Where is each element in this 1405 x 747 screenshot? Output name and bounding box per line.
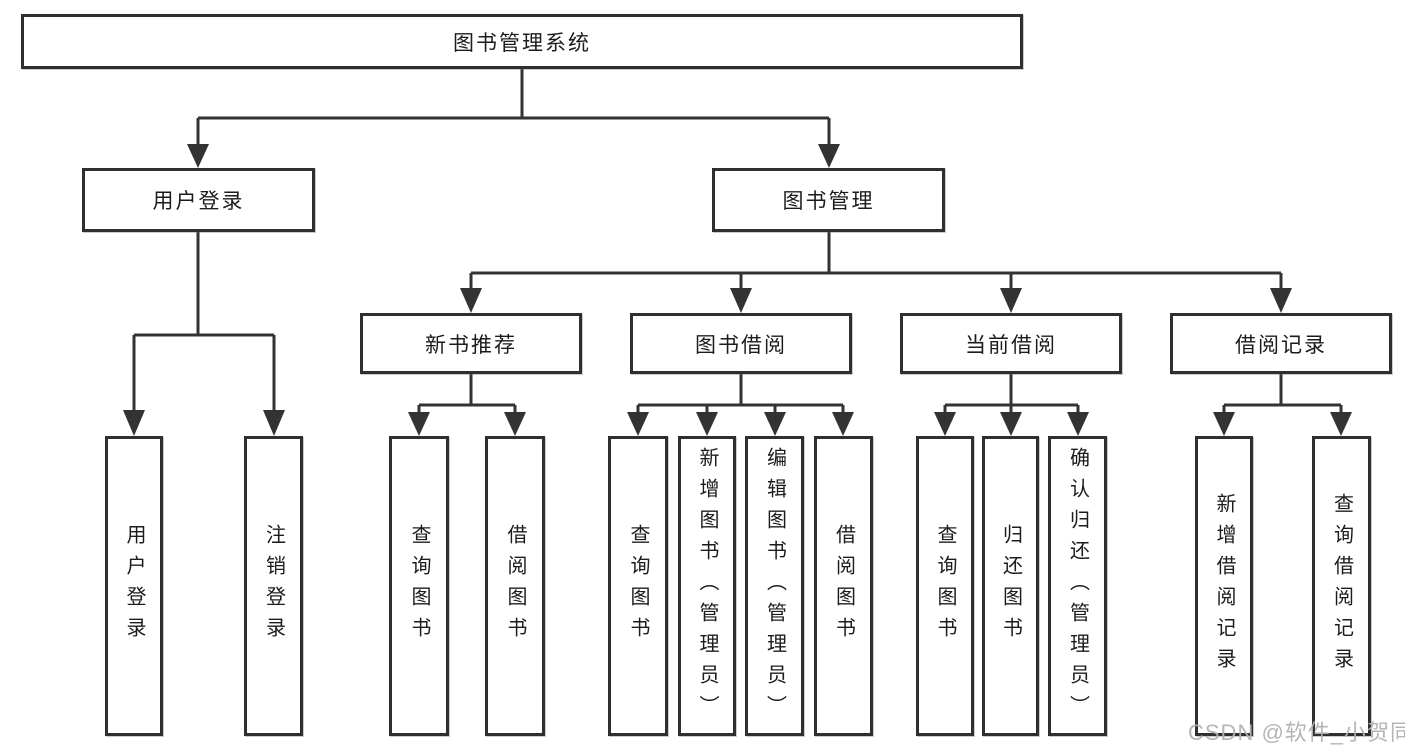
- leaf-add-borrow-record: 新增借阅记录: [1195, 436, 1253, 736]
- leaf-query-borrow-record: 查询借阅记录: [1312, 436, 1371, 736]
- leaf-return-books-label: 归还图书: [999, 524, 1022, 648]
- node-book-borrowing: 图书借阅: [630, 313, 852, 374]
- leaf-add-book-admin: 新增图书（管理员）: [678, 436, 736, 736]
- node-current-borrowing: 当前借阅: [900, 313, 1122, 374]
- leaf-edit-book-admin-label: 编辑图书（管理员）: [763, 446, 786, 726]
- leaf-query-books-recommend-label: 查询图书: [408, 524, 430, 648]
- leaf-return-books: 归还图书: [982, 436, 1039, 736]
- node-borrowing-records-label: 借阅记录: [1235, 333, 1327, 357]
- node-user-login: 用户登录: [82, 168, 315, 232]
- leaf-user-login: 用户登录: [105, 436, 163, 736]
- leaf-query-books-current-label: 查询图书: [934, 524, 956, 648]
- leaf-borrow-books-recommend-label: 借阅图书: [504, 524, 526, 648]
- csdn-watermark: CSDN @软件_小贺同学: [1188, 720, 1405, 745]
- node-new-book-recommend: 新书推荐: [360, 313, 582, 374]
- node-current-borrowing-label: 当前借阅: [965, 333, 1057, 357]
- node-book-management-label: 图书管理: [782, 190, 875, 213]
- node-user-login-label: 用户登录: [152, 190, 245, 213]
- leaf-add-borrow-record-label: 新增借阅记录: [1213, 493, 1235, 679]
- leaf-query-books-borrow: 查询图书: [608, 436, 668, 736]
- leaf-query-borrow-record-label: 查询借阅记录: [1330, 493, 1353, 679]
- leaf-confirm-return-admin-label: 确认归还（管理员）: [1066, 446, 1089, 726]
- leaf-user-login-label: 用户登录: [123, 524, 145, 648]
- node-book-management: 图书管理: [712, 168, 945, 232]
- node-book-borrowing-label: 图书借阅: [695, 333, 787, 357]
- node-library-system: 图书管理系统: [21, 14, 1023, 69]
- node-library-system-label: 图书管理系统: [453, 31, 591, 55]
- leaf-edit-book-admin: 编辑图书（管理员）: [745, 436, 804, 736]
- leaf-query-books-borrow-label: 查询图书: [627, 524, 649, 648]
- leaf-add-book-admin-label: 新增图书（管理员）: [696, 446, 718, 726]
- leaf-query-books-current: 查询图书: [916, 436, 974, 736]
- leaf-borrow-books: 借阅图书: [814, 436, 873, 736]
- leaf-borrow-books-label: 借阅图书: [832, 524, 855, 648]
- node-borrowing-records: 借阅记录: [1170, 313, 1392, 374]
- leaf-confirm-return-admin: 确认归还（管理员）: [1048, 436, 1107, 736]
- leaf-logout: 注销登录: [244, 436, 303, 736]
- leaf-logout-label: 注销登录: [262, 524, 285, 648]
- leaf-borrow-books-recommend: 借阅图书: [485, 436, 545, 736]
- node-new-book-recommend-label: 新书推荐: [425, 333, 517, 357]
- leaf-query-books-recommend: 查询图书: [389, 436, 449, 736]
